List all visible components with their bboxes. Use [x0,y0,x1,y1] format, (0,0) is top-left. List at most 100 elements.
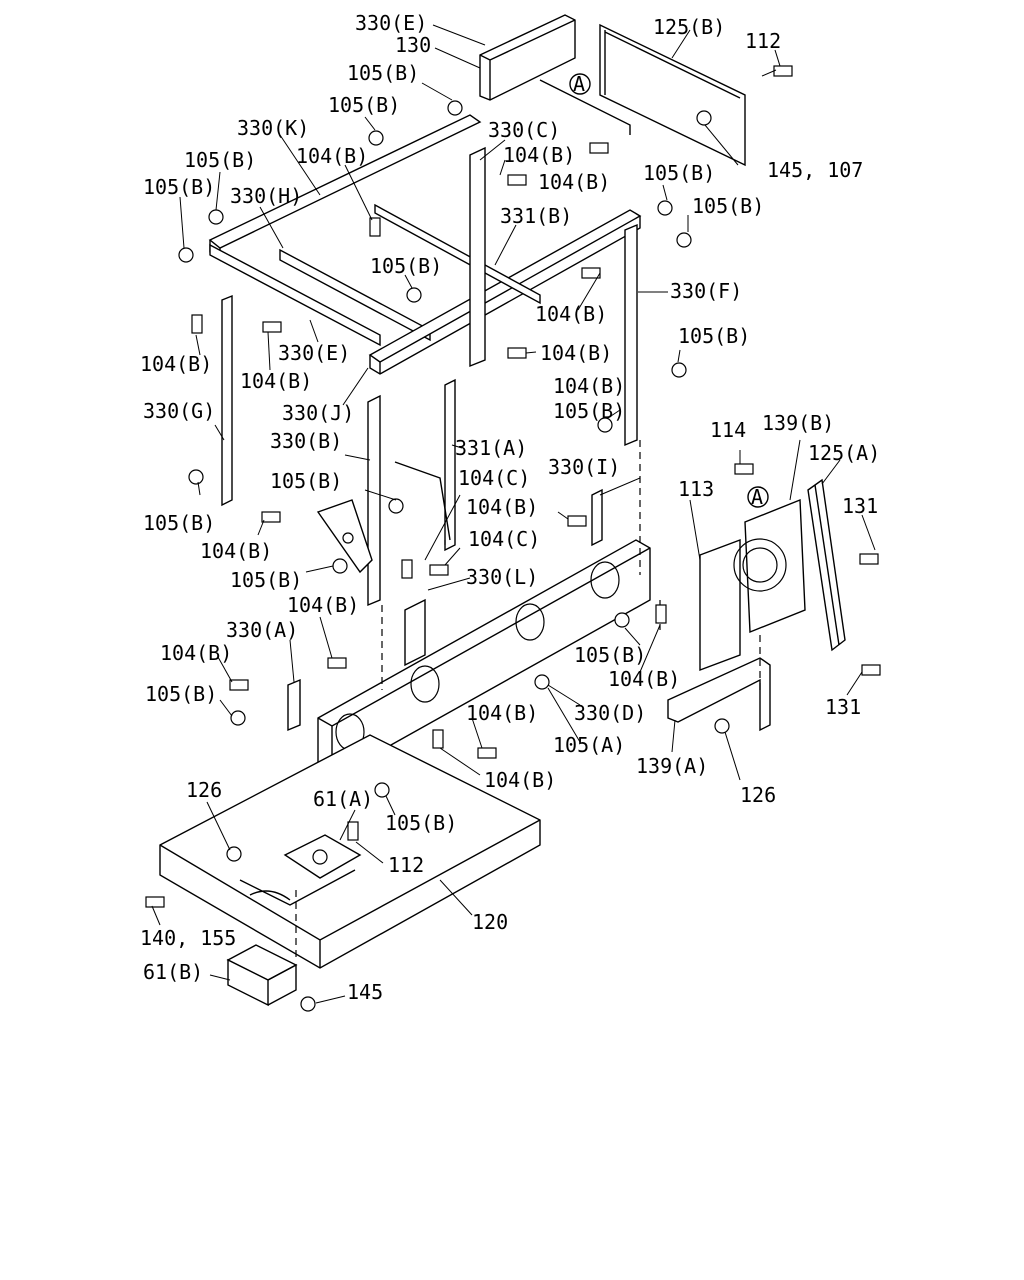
callout-label: 61(B) [143,960,203,984]
callout-label: 105(B) [143,511,215,535]
view-marker-label: A [573,72,585,96]
callout-label: 126 [740,783,776,807]
bolt-icon [432,729,444,749]
callout-label: 105(B) [328,93,400,117]
callout-label: 114 [710,418,746,442]
callout-label: 330(H) [230,184,302,208]
callout-label: 126 [186,778,222,802]
callout-label: 330(G) [143,399,215,423]
callout-label: 104(B) [160,641,232,665]
bolt-icon [347,821,359,841]
callout-label: 105(B) [347,61,419,85]
callout-label: 130 [395,33,431,57]
bolt-icon [507,347,527,359]
callout-label: 61(A) [313,787,373,811]
nut-icon [597,417,613,433]
callout-label: 125(A) [808,441,880,465]
bolt-icon [507,174,527,186]
callout-label: 104(B) [503,143,575,167]
bolt-icon [477,747,497,759]
bolt-icon [262,321,282,333]
callout-label: 104(B) [484,768,556,792]
callout-label: 125(B) [653,15,725,39]
callout-label: 104(B) [200,539,272,563]
nut-icon [208,209,224,225]
bolt-icon [429,564,449,576]
part-125b-top-plate [599,23,746,167]
bolt-icon [145,896,165,908]
nut-icon [374,782,390,798]
callout-label: 105(B) [678,324,750,348]
nut-icon [447,100,463,116]
callout-label: 105(B) [643,161,715,185]
callout-label: 131 [842,494,878,518]
nut-icon [388,498,404,514]
bolt-icon [859,553,879,565]
callout-label: 120 [472,910,508,934]
callout-label: 113 [678,477,714,501]
nut-icon [230,710,246,726]
view-marker-a-right: A [747,485,769,509]
callout-label: 104(B) [296,144,368,168]
nut-icon [226,846,242,862]
bolt-icon [327,657,347,669]
nut-icon [368,130,384,146]
callout-label: 104(B) [538,170,610,194]
callout-label: 330(J) [282,401,354,425]
callout-labels: 330(E) 130 125(B) 112 105(B) 105(B) 330(… [140,11,880,1004]
callout-label: 331(B) [500,204,572,228]
bolt-icon [589,142,609,154]
callout-label: 331(A) [455,436,527,460]
leader-lines [151,24,876,1004]
callout-label: 145, 107 [767,158,863,182]
callout-label: 105(B) [270,469,342,493]
callout-label: 104(B) [540,341,612,365]
part-330j-front-rail [368,209,642,375]
part-61b-box [226,944,298,1007]
callout-label: 104(B) [553,374,625,398]
nut-icon [188,469,204,485]
bolt-icon [581,267,601,279]
part-330a-bracket [287,678,301,732]
callout-label: 104(B) [466,495,538,519]
callout-label: 139(B) [762,411,834,435]
part-130-top-bracket [479,14,576,101]
callout-label: 105(B) [692,194,764,218]
part-330h-rail [209,243,431,347]
part-330c-post [469,146,486,368]
part-331a-brace [394,378,456,552]
part-139b-plate [733,498,806,634]
callout-label: 131 [825,695,861,719]
nut-icon [406,287,422,303]
bolt-icon [401,559,413,579]
part-330f-post [624,223,638,447]
callout-label: 330(E) [355,11,427,35]
callout-label: 105(B) [230,568,302,592]
nut-icon [657,200,673,216]
nut-icon [332,558,348,574]
callout-label: 105(B) [145,682,217,706]
callout-label: 105(B) [184,148,256,172]
nut-icon [178,247,194,263]
bolt-icon [191,314,203,334]
callout-label: 330(B) [270,429,342,453]
callout-label: 105(A) [553,733,625,757]
callout-label: 104(B) [140,352,212,376]
callout-label: 112 [388,853,424,877]
callout-label: 330(F) [670,279,742,303]
callout-label: 105(B) [143,175,215,199]
callout-label: 330(I) [548,455,620,479]
nut-icon [676,232,692,248]
callout-label: 105(B) [553,399,625,423]
callout-label: 139(A) [636,754,708,778]
callout-label: 104(B) [466,701,538,725]
nut-icon [696,110,712,126]
part-gusset [316,499,373,574]
callout-label: 105(B) [574,643,646,667]
nut-icon [534,674,550,690]
fasteners [145,65,881,1012]
callout-label: 104(B) [287,593,359,617]
callout-label: 145 [347,980,383,1004]
bolt-icon [861,664,881,676]
